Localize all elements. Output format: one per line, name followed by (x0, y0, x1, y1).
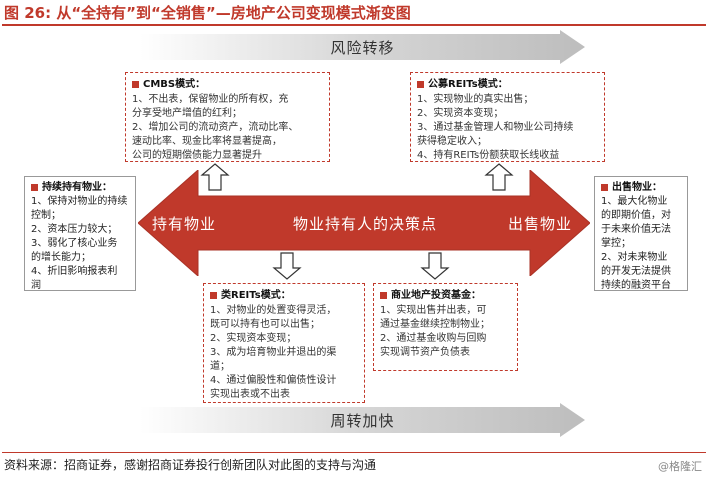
quasi-reits-line: 既可以持有也可以出售； (210, 319, 320, 330)
cmbs-line: 1、不出表，保留物业的所有权，充 (132, 94, 289, 105)
top-banner-arrow (140, 30, 585, 64)
top-banner-label: 风险转移 (330, 39, 395, 57)
cmbs-box: CMBS模式： 1、不出表，保留物业的所有权，充 分享受地产增值的红利； 2、增… (125, 72, 330, 162)
cmbs-line: 分享受地产增值的红利； (132, 108, 242, 119)
down-arrow-right (420, 252, 450, 280)
up-arrow-left (200, 163, 230, 191)
cmbs-heading: CMBS模式： (132, 78, 323, 92)
quasi-reits-line: 实现出表或不出表 (210, 389, 290, 400)
sell-line: 的即期价值，对 (601, 210, 671, 221)
fund-line: 1、实现出售并出表，可 (380, 305, 487, 316)
source-note: 资料来源：招商证券，感谢招商证券投行创新团队对此图的支持与沟通 (4, 458, 377, 472)
figure-title: 图 26: 从“全持有”到“全销售”—房地产公司变现模式渐变图 (4, 4, 411, 22)
cmbs-line: 2、增加公司的流动资产，流动比率、 (132, 122, 299, 133)
sell-line: 的开发无法提供 (601, 266, 671, 277)
public-reits-line: 2、实现资本变现； (417, 108, 504, 119)
square-bullet-icon (601, 183, 608, 191)
up-arrow-right (484, 163, 514, 191)
center-arrow-label: 物业持有人的决策点 (293, 215, 438, 233)
quasi-reits-heading: 类REITs模式： (210, 289, 358, 303)
square-bullet-icon (210, 291, 217, 299)
down-arrow-left (272, 252, 302, 280)
sell-title: 出售物业： (612, 182, 662, 193)
title-rule (2, 24, 706, 26)
hold-property-box: 持续持有物业： 1、保持对物业的持续 控制； 2、资本压力较大； 3、弱化了核心… (24, 176, 136, 291)
fund-line: 2、通过基金收购与回购 (380, 333, 487, 344)
right-arrow-label: 出售物业 (508, 215, 573, 233)
quasi-reits-box: 类REITs模式： 1、对物业的处置变得灵活， 既可以持有也可以出售； 2、实现… (203, 283, 365, 403)
hold-line: 控制； (31, 210, 61, 221)
hold-line: 的增长能力； (31, 252, 91, 263)
cmbs-line: 公司的短期偿债能力显著提升 (132, 150, 262, 161)
sell-line: 掌控； (601, 238, 631, 249)
square-bullet-icon (417, 80, 424, 88)
left-arrow-label: 持有物业 (152, 215, 217, 233)
hold-line: 4、折旧影响报表利 (31, 266, 118, 277)
square-bullet-icon (132, 80, 139, 88)
bottom-banner-label: 周转加快 (330, 412, 395, 430)
hold-line: 3、弱化了核心业务 (31, 238, 118, 249)
public-reits-title: 公募REITs模式： (428, 79, 508, 90)
fund-heading: 商业地产投资基金： (380, 289, 511, 303)
hold-heading: 持续持有物业： (31, 181, 129, 195)
decision-double-arrow (138, 170, 590, 276)
hold-line: 润 (31, 280, 41, 291)
public-reits-heading: 公募REITs模式： (417, 78, 598, 92)
hold-line: 2、资本压力较大； (31, 224, 118, 235)
quasi-reits-line: 2、实现资本变现； (210, 333, 297, 344)
sell-heading: 出售物业： (601, 181, 681, 195)
top-banner: 风险转移 (140, 30, 585, 64)
public-reits-line: 4、持有REITs份额获取长线收益 (417, 150, 560, 161)
bottom-banner: 周转加快 (140, 403, 585, 437)
square-bullet-icon (31, 183, 38, 191)
sell-line: 1、最大化物业 (601, 196, 668, 207)
fund-line: 通过基金继续控制物业； (380, 319, 490, 330)
public-reits-line: 3、通过基金管理人和物业公司持续 (417, 122, 574, 133)
hold-title: 持续持有物业： (42, 182, 112, 193)
public-reits-box: 公募REITs模式： 1、实现物业的真实出售； 2、实现资本变现； 3、通过基金… (410, 72, 605, 162)
quasi-reits-line: 4、通过偏股性和偏债性设计 (210, 375, 337, 386)
quasi-reits-line: 道； (210, 361, 230, 372)
sell-property-box: 出售物业： 1、最大化物业 的即期价值，对 于未来价值无法 掌控； 2、对未来物… (594, 176, 688, 291)
public-reits-line: 获得稳定收入； (417, 136, 487, 147)
square-bullet-icon (380, 291, 387, 299)
cmbs-line: 速动比率、现金比率将显著提高， (132, 136, 282, 147)
quasi-reits-title: 类REITs模式： (221, 290, 291, 301)
cmbs-title: CMBS模式： (143, 79, 206, 90)
source-rule (2, 452, 706, 453)
quasi-reits-line: 3、成为培育物业并退出的渠 (210, 347, 337, 358)
sell-line: 2、对未来物业 (601, 252, 668, 263)
fund-title: 商业地产投资基金： (391, 290, 481, 301)
investment-fund-box: 商业地产投资基金： 1、实现出售并出表，可 通过基金继续控制物业； 2、通过基金… (373, 283, 518, 371)
watermark: @格隆汇 (658, 460, 702, 473)
quasi-reits-line: 1、对物业的处置变得灵活， (210, 305, 337, 316)
fund-line: 实现调节资产负债表 (380, 347, 470, 358)
sell-line: 于未来价值无法 (601, 224, 671, 235)
public-reits-line: 1、实现物业的真实出售； (417, 94, 534, 105)
sell-line: 持续的融资平台 (601, 280, 671, 291)
hold-line: 1、保持对物业的持续 (31, 196, 128, 207)
bottom-banner-arrow (140, 403, 585, 437)
